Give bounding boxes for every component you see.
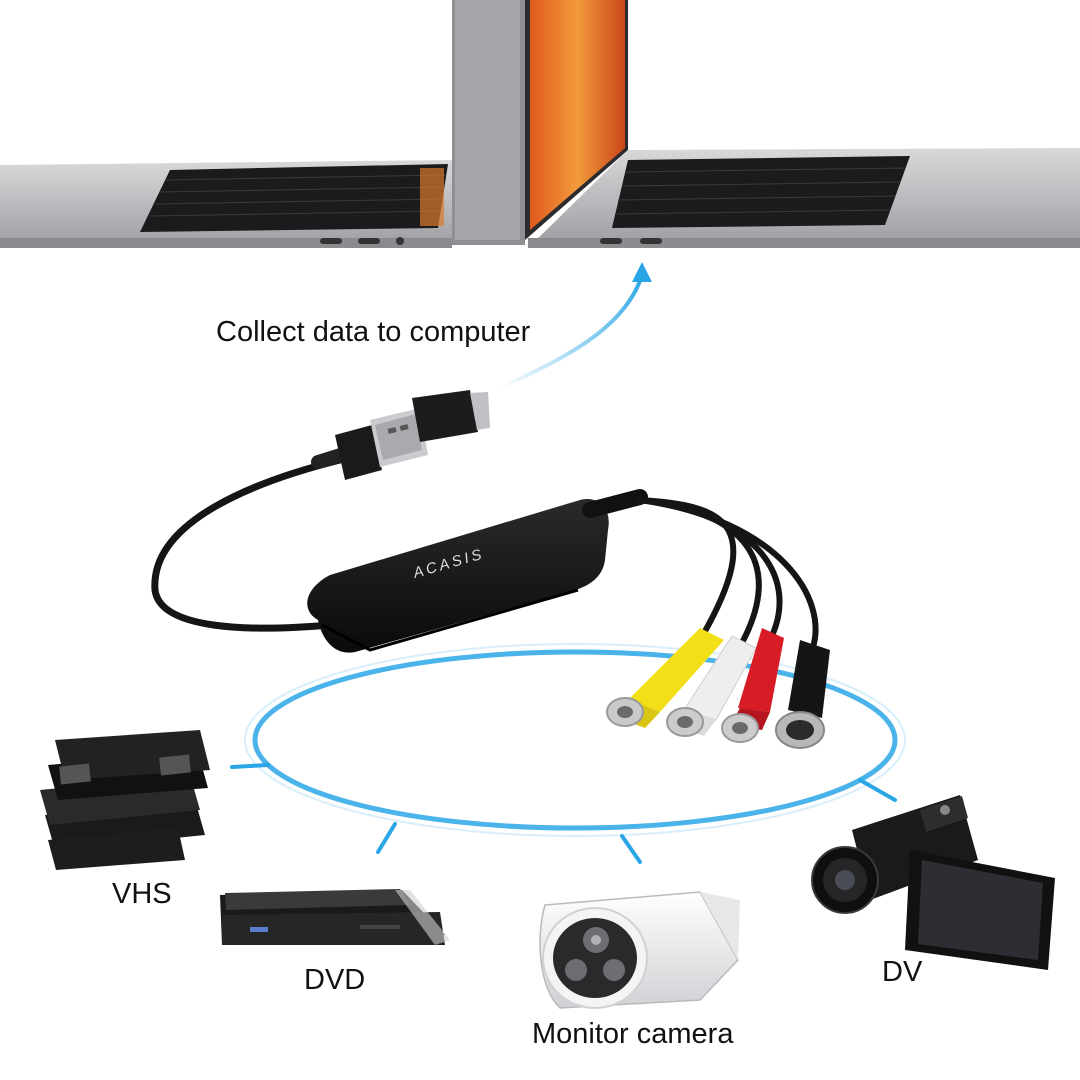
capture-box-image: ACASIS [307, 489, 648, 653]
dv-label: DV [882, 956, 923, 988]
dvd-player-image [220, 889, 450, 945]
vhs-tapes-image [40, 730, 210, 870]
usb-c-adapter-image [412, 390, 490, 442]
s-video-connector [775, 640, 830, 749]
curved-arrow-up-icon [499, 262, 652, 390]
collect-data-caption: Collect data to computer [216, 316, 531, 348]
dvd-label: DVD [304, 964, 366, 996]
rca-white-connector [666, 635, 757, 737]
monitor-camera-image [539, 891, 740, 1009]
rca-branch-cables [637, 497, 819, 653]
right-laptop-image [525, 0, 1080, 248]
vhs-label: VHS [112, 878, 172, 910]
rca-red-connector [721, 628, 784, 743]
rca-yellow-connector [606, 628, 724, 728]
left-laptop-image [0, 0, 525, 248]
device-connection-ring [230, 643, 906, 864]
dv-camcorder-image [811, 795, 1055, 970]
monitor-camera-label: Monitor camera [532, 1018, 734, 1050]
usb-a-plug-image [335, 408, 428, 480]
